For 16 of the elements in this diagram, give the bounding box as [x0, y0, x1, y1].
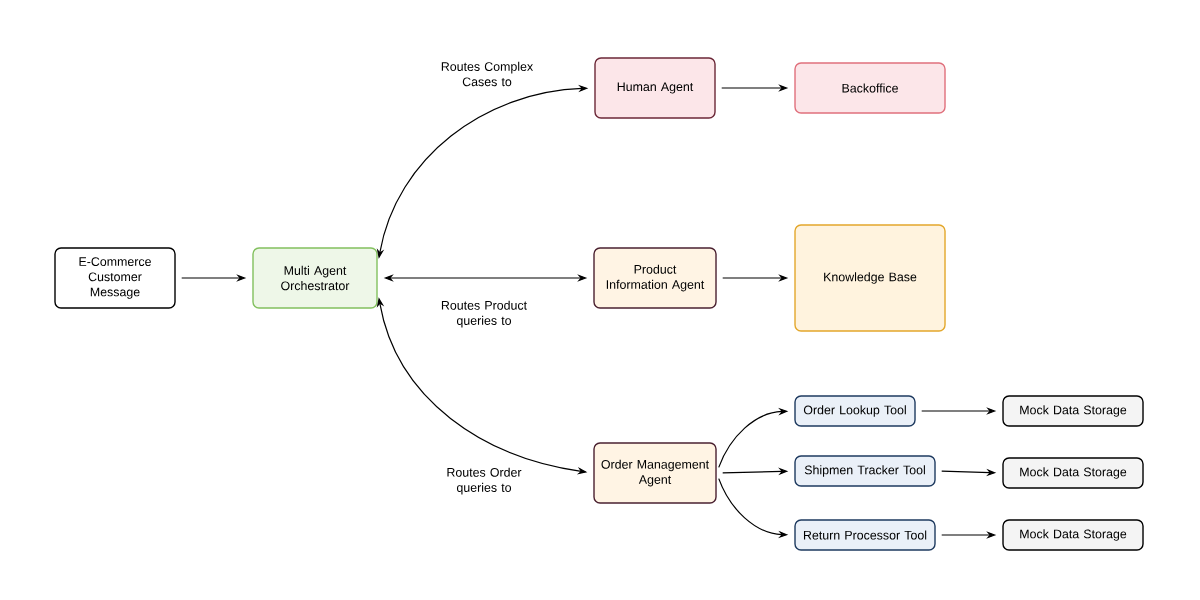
text-box: Multi Agent Orchestrator [252, 247, 378, 309]
text-box: Mock Data Storage [1002, 395, 1144, 427]
text-box: Order Management Agent [593, 442, 717, 504]
text-box: Order Lookup Tool [794, 395, 916, 427]
text-box: E-Commerce Customer Message [54, 247, 176, 309]
edge-label: Routes Order queries to [434, 465, 534, 497]
text-box: Shipmen Tracker Tool [794, 455, 936, 487]
text-box: Human Agent [594, 57, 716, 119]
text-box: Mock Data Storage [1002, 519, 1144, 551]
text-box: Product Information Agent [593, 247, 717, 309]
edge-label: Routes Complex Cases to [437, 59, 537, 89]
text-box: Mock Data Storage [1002, 457, 1144, 489]
text-box: Return Processor Tool [794, 519, 936, 551]
edge-label: Routes Product queries to [434, 298, 534, 330]
text-box: Backoffice [794, 62, 946, 114]
text-box: Knowledge Base [794, 224, 946, 332]
